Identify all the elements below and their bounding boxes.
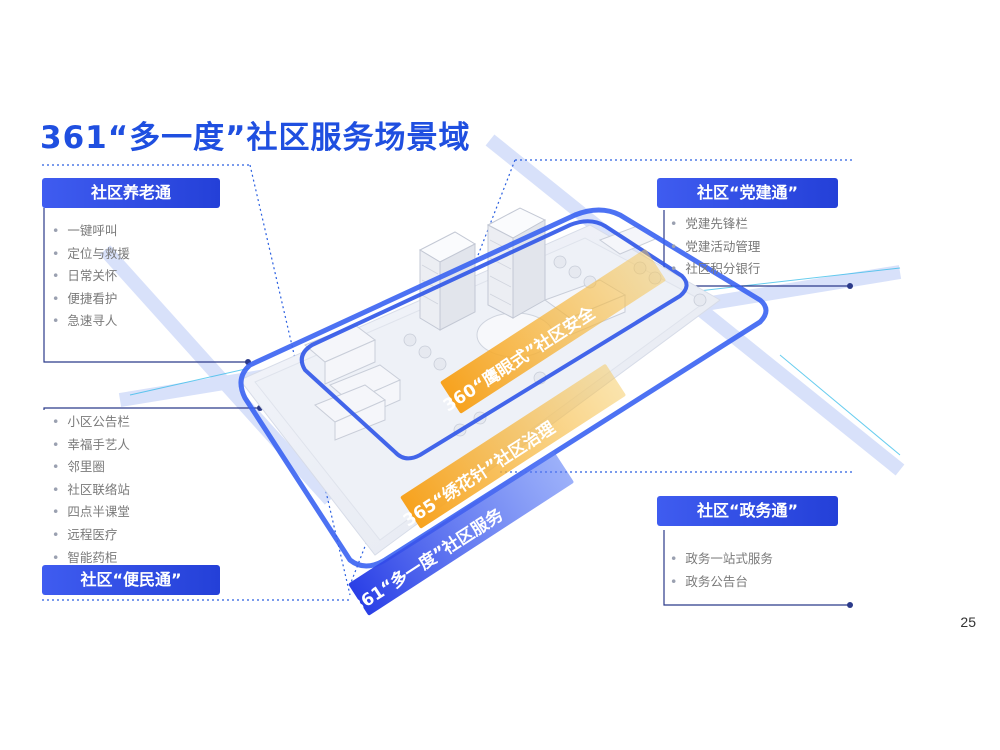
panel-convenience-list: 小区公告栏 幸福手艺人 邻里圈 社区联络站 四点半课堂 远程医疗 智能药柜: [52, 411, 130, 569]
list-item: 定位与救援: [52, 243, 130, 266]
panel-government-label: 社区“政务通”: [657, 496, 838, 526]
list-item: 政务一站式服务: [670, 548, 773, 571]
list-item: 政务公告台: [670, 571, 773, 594]
list-item: 党建先锋栏: [670, 213, 760, 236]
list-item: 一键呼叫: [52, 220, 130, 243]
panel-government-list: 政务一站式服务 政务公告台: [670, 548, 773, 593]
panel-party-list: 党建先锋栏 党建活动管理 社区积分银行: [670, 213, 760, 281]
list-item: 远程医疗: [52, 524, 130, 547]
panel-eldercare-label: 社区养老通: [42, 178, 220, 208]
inner-ring: [299, 219, 689, 461]
bracket-dots: [245, 283, 853, 608]
banner-361: [348, 451, 574, 616]
panel-eldercare-list: 一键呼叫 定位与救援 日常关怀 便捷看护 急速寻人: [52, 220, 130, 333]
panel-convenience-label: 社区“便民通”: [42, 565, 220, 595]
list-item: 智能药柜: [52, 547, 130, 570]
list-item: 四点半课堂: [52, 501, 130, 524]
page-number: 25: [960, 614, 976, 630]
page-title: 361“多一度”社区服务场景域: [40, 120, 471, 156]
list-item: 日常关怀: [52, 265, 130, 288]
banner-365: [400, 364, 626, 529]
list-item: 邻里圈: [52, 456, 130, 479]
banner-360: [440, 249, 666, 414]
list-item: 社区联络站: [52, 479, 130, 502]
list-item: 急速寻人: [52, 310, 130, 333]
outer-ring: [238, 207, 769, 569]
panel-party-label: 社区“党建通”: [657, 178, 838, 208]
list-item: 幸福手艺人: [52, 434, 130, 457]
list-item: 党建活动管理: [670, 236, 760, 259]
list-item: 社区积分银行: [670, 258, 760, 281]
list-item: 小区公告栏: [52, 411, 130, 434]
list-item: 便捷看护: [52, 288, 130, 311]
